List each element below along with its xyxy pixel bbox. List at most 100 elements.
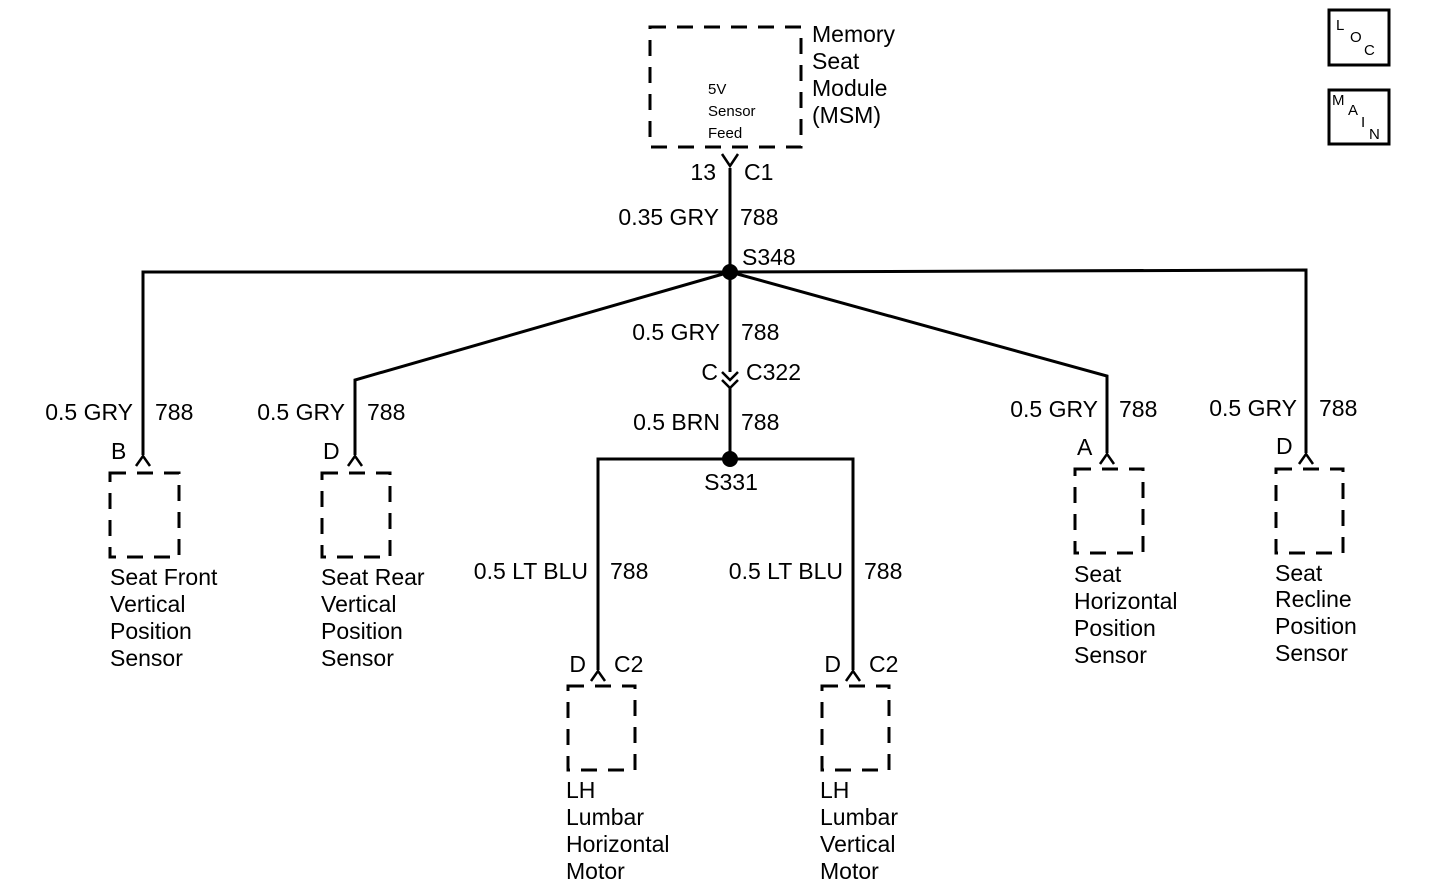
wire-seat-rear-vertical [353,270,731,455]
main-icon-letter: N [1369,126,1380,143]
module-name: Memory Seat Module (MSM) [812,21,896,128]
module-name-line: (MSM) [812,102,881,128]
branch-wire-circuit: 788 [610,558,648,584]
component-name-line: Position [321,618,403,644]
component-name-line: Sensor [1074,642,1147,668]
component-name-line: Vertical [110,591,185,617]
wire-lh-lumbar-horizontal [596,457,730,670]
loc-icon[interactable]: L O C [1327,8,1391,67]
c322-connector-label: C322 [746,359,801,385]
wire-lh-lumbar-vertical [730,457,855,670]
branch-pin-label: A [1077,434,1093,460]
branch-wire-color: 0.5 GRY [257,399,345,425]
loc-icon-letter: L [1336,17,1344,34]
module-inner-line: Sensor [708,103,756,120]
center-wire-circuit: 788 [741,319,779,345]
branch-seat-horizontal: 0.5 GRY 788 A Seat Horizontal Position S… [1010,396,1177,668]
seat-front-vertical-sensor-box [108,471,181,559]
component-name-line: Sensor [321,645,394,671]
pin-a-connector-icon [1098,451,1116,465]
pin-d-c2-vertical-connector-icon [844,668,862,682]
splice-s348-dot [722,264,738,280]
branch-wire-circuit: 788 [864,558,902,584]
component-name-line: Horizontal [566,831,670,857]
c322-connector-icon [721,371,739,390]
pin-b-connector-icon [134,453,152,467]
component-name-line: Sensor [1275,640,1348,666]
splice-s348-label: S348 [742,244,796,270]
component-name-line: Vertical [820,831,895,857]
component-name-line: Lumbar [566,804,644,830]
branch-wire-color: 0.5 LT BLU [729,558,843,584]
module-inner-line: 5V [708,81,726,98]
module-name-line: Module [812,75,887,101]
component-name-line: Position [110,618,192,644]
seat-rear-vertical-sensor-box [320,471,392,559]
component-name-line: Position [1074,615,1156,641]
branch-wire-circuit: 788 [367,399,405,425]
c322-pin-label: C [701,359,718,385]
module-name-line: Memory [812,21,896,47]
component-name-line: Horizontal [1074,588,1178,614]
branch-pin-label: D [323,438,340,464]
module-pin-label: 13 [690,159,716,185]
pin-d-rear-connector-icon [346,453,364,467]
trunk-wire-color: 0.35 GRY [618,204,719,230]
splice-s331-label: S331 [704,469,758,495]
wire-seat-front-vertical [141,270,730,455]
branch-wire-circuit: 788 [155,399,193,425]
module-connector-label: C1 [744,159,773,185]
main-icon-letter: A [1348,102,1358,119]
pin-d-c2-horizontal-connector-icon [589,668,607,682]
main-icon-frame [1327,88,1391,146]
pin-d-recline-connector-icon [1297,451,1315,465]
component-name-line: Sensor [110,645,183,671]
branch-seat-front-vertical: 0.5 GRY 788 B Seat Front Vertical Positi… [45,399,218,671]
branch-lh-lumbar-horizontal: 0.5 LT BLU 788 D C2 LH Lumbar Horizontal… [474,558,670,884]
branch-connector-label: C2 [614,651,643,677]
wire-seat-recline [729,268,1308,453]
component-name-line: Lumbar [820,804,898,830]
module-name-line: Seat [812,48,860,74]
center-wire-color: 0.5 GRY [632,319,720,345]
c1-connector-icon [720,153,740,169]
component-name-line: Vertical [321,591,396,617]
trunk-wire-circuit: 788 [740,204,778,230]
loc-icon-letter: C [1364,42,1375,59]
branch-pin-label: D [1276,433,1293,459]
wire-seat-horizontal [729,270,1109,453]
seat-horizontal-sensor-box [1073,467,1145,555]
component-name-line: Seat Rear [321,564,425,590]
lower-wire-color: 0.5 BRN [633,409,720,435]
branch-lh-lumbar-vertical: 0.5 LT BLU 788 D C2 LH Lumbar Vertical M… [729,558,903,884]
module-inner-line: Feed [708,125,742,142]
component-name-line: LH [566,777,595,803]
component-name-line: Motor [820,858,879,884]
branch-wire-circuit: 788 [1319,395,1357,421]
branch-wire-color: 0.5 GRY [1209,395,1297,421]
main-icon[interactable]: M A I N [1327,88,1391,146]
splice-s331-dot [722,451,738,467]
component-name-line: Seat [1074,561,1122,587]
component-name-line: Seat Front [110,564,218,590]
branch-pin-label: B [111,438,126,464]
branch-pin-label: D [824,651,841,677]
main-icon-letter: M [1332,92,1345,109]
lh-lumbar-horizontal-motor-box [566,684,637,772]
main-icon-letter: I [1361,114,1365,131]
branch-wire-circuit: 788 [1119,396,1157,422]
loc-icon-frame [1327,8,1391,67]
lh-lumbar-vertical-motor-box [820,684,891,772]
lower-wire-circuit: 788 [741,409,779,435]
component-name-line: Position [1275,613,1357,639]
component-boxes [108,25,1345,772]
component-name-line: Recline [1275,586,1352,612]
branch-pin-label: D [569,651,586,677]
branch-seat-recline: 0.5 GRY 788 D Seat Recline Position Sens… [1209,395,1357,666]
component-name-line: LH [820,777,849,803]
loc-icon-letter: O [1350,29,1362,46]
component-name-line: Motor [566,858,625,884]
component-name-line: Seat [1275,560,1323,586]
module-inner-label: 5V Sensor Feed [708,81,756,142]
